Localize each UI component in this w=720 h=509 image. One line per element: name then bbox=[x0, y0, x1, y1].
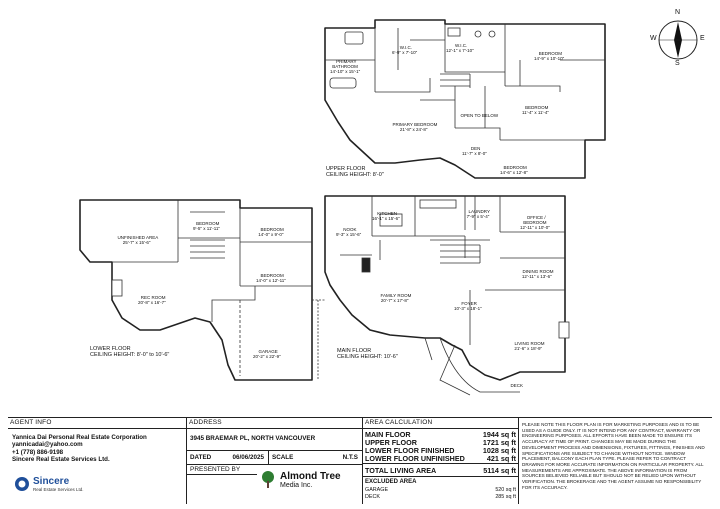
divider bbox=[518, 418, 519, 504]
room-label: W.I.C.12'-1" x 7'-10" bbox=[446, 43, 474, 53]
agent-section: AGENT INFO Yannica Dai Personal Real Est… bbox=[8, 418, 186, 504]
upper-floor-walls bbox=[324, 19, 606, 179]
disclaimer: PLEASE NOTE THIS FLOOR PLAN IS FOR MARKE… bbox=[522, 422, 705, 490]
brokerage-logo-text: Sincere bbox=[33, 475, 70, 487]
room-label: W.I.C.6'-9" x 7'-10" bbox=[392, 45, 418, 55]
brokerage-logo: Sincere Real Estate Services Ltd. bbox=[14, 476, 84, 492]
compass-north-label: N bbox=[675, 9, 681, 16]
agent-heading: AGENT INFO bbox=[8, 418, 186, 429]
dated-label: DATED bbox=[190, 454, 212, 461]
scale-label: SCALE bbox=[272, 454, 294, 461]
lower-floor-walls bbox=[79, 199, 313, 381]
address-section: ADDRESS 3945 BRAEMAR PL, NORTH VANCOUVER… bbox=[187, 418, 362, 504]
area-heading: AREA CALCULATION bbox=[363, 418, 518, 429]
upper-floor-ceiling-label: UPPER FLOOR CEILING HEIGHT: 8'-0" bbox=[326, 166, 384, 178]
agent-phone[interactable]: +1 (778) 886-9198 bbox=[12, 448, 64, 456]
presented-label: PRESENTED BY bbox=[187, 465, 257, 475]
brokerage-logo-icon bbox=[15, 477, 29, 491]
tree-logo-icon bbox=[262, 471, 274, 488]
room-label: DECK bbox=[510, 383, 524, 388]
info-footer: AGENT INFO Yannica Dai Personal Real Est… bbox=[8, 417, 712, 504]
dated-value: 06/06/2025 bbox=[218, 451, 269, 464]
brokerage-logo-sub: Real Estate Services Ltd. bbox=[33, 486, 84, 492]
agent-brokerage: Sincere Real Estate Services Ltd. bbox=[12, 456, 110, 464]
main-floor-ceiling-label: MAIN FLOOR CEILING HEIGHT: 10'-6" bbox=[337, 348, 398, 360]
compass-west-label: W bbox=[650, 35, 657, 42]
main-floor-walls bbox=[324, 195, 566, 381]
scale-value: N.T.S bbox=[342, 454, 358, 461]
divider bbox=[186, 418, 187, 504]
lower-floor-ceiling-label: LOWER FLOOR CEILING HEIGHT: 8'-0" to 10'… bbox=[90, 346, 170, 358]
agent-details: Yannica Dai Personal Real Estate Corpora… bbox=[8, 429, 186, 464]
address-heading: ADDRESS bbox=[187, 418, 362, 429]
excluded-heading: EXCLUDED AREA bbox=[365, 479, 417, 485]
divider bbox=[362, 418, 363, 504]
compass-east-label: E bbox=[700, 35, 705, 42]
compass: N S E W bbox=[648, 9, 708, 70]
agent-email[interactable]: yannicadai@yahoo.com bbox=[12, 441, 83, 449]
presenter-logo: Almond Tree Media Inc. bbox=[259, 470, 341, 490]
compass-rose-icon bbox=[658, 20, 698, 60]
address-value: 3945 BRAEMAR PL, NORTH VANCOUVER bbox=[187, 429, 362, 451]
presenter-name: Almond Tree bbox=[280, 470, 341, 482]
agent-name: Yannica Dai Personal Real Estate Corpora… bbox=[12, 434, 147, 441]
compass-south-label: S bbox=[675, 60, 680, 67]
presenter-sub: Media Inc. bbox=[280, 481, 313, 489]
room-label: OPEN TO BELOW bbox=[460, 113, 499, 118]
floor-plan-drawing bbox=[79, 19, 606, 396]
